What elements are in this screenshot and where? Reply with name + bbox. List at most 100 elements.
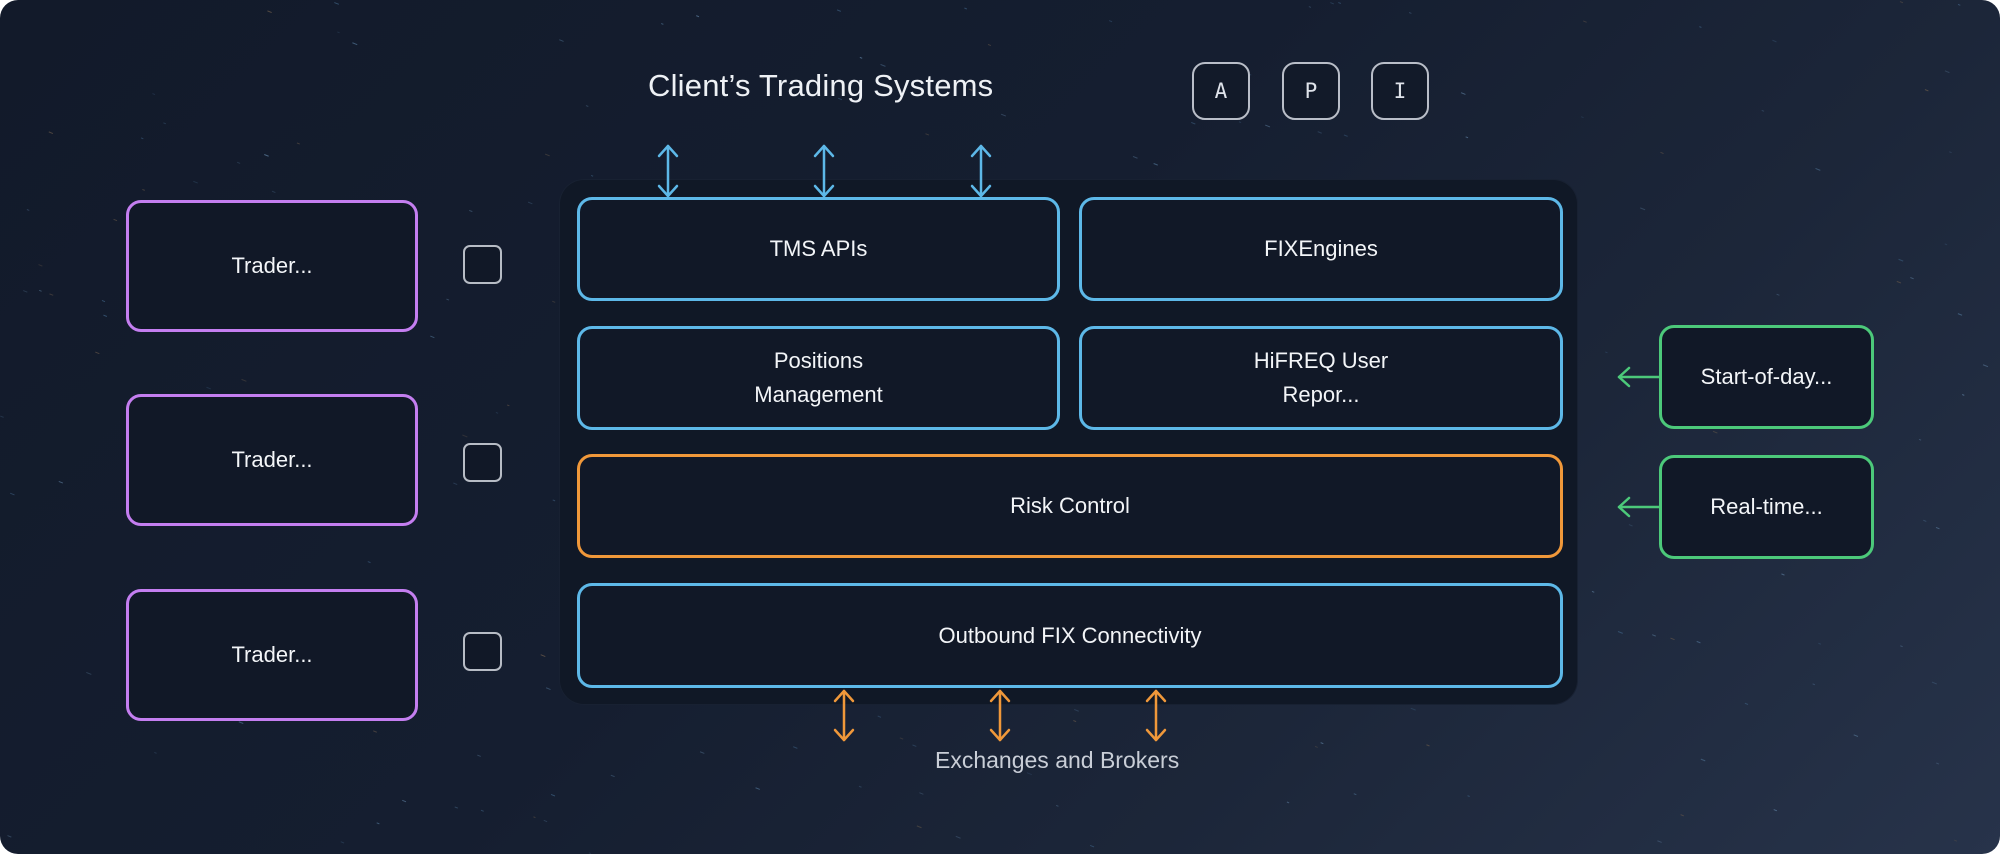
star-speck: [1314, 745, 1318, 748]
star-speck: [1580, 116, 1584, 119]
star-speck: [1776, 293, 1780, 296]
star-speck: [462, 434, 468, 438]
star-speck: [103, 314, 108, 317]
star-speck: [1896, 280, 1902, 284]
trader-node-2[interactable]: Trader...: [126, 394, 418, 526]
star-speck: [925, 133, 930, 136]
star-speck: [1744, 702, 1749, 705]
star-speck: [113, 218, 118, 222]
star-speck: [453, 482, 458, 485]
star-speck: [454, 806, 458, 809]
star-speck: [1712, 430, 1718, 434]
risk-control-module[interactable]: Risk Control: [577, 454, 1563, 558]
star-speck: [552, 300, 556, 303]
star-speck: [837, 97, 843, 101]
star-speck: [264, 154, 269, 157]
positions-management-module[interactable]: Positions Management: [577, 326, 1060, 430]
star-speck: [480, 809, 484, 812]
star-speck: [1680, 814, 1685, 817]
start-of-day-feed-node[interactable]: Start-of-day...: [1659, 325, 1874, 429]
star-speck: [1696, 640, 1701, 644]
hifreq-user-reports-module[interactable]: HiFREQ User Repor...: [1079, 326, 1563, 430]
star-speck: [1699, 26, 1702, 28]
star-speck: [1935, 526, 1940, 530]
star-speck: [559, 39, 564, 42]
star-speck: [238, 721, 244, 724]
star-speck: [552, 499, 556, 502]
star-speck: [1812, 683, 1816, 686]
star-speck: [955, 835, 961, 839]
star-speck: [1467, 795, 1470, 797]
star-speck: [1026, 772, 1033, 776]
star-speck: [550, 793, 556, 797]
star-speck: [367, 561, 371, 564]
star-speck: [1074, 708, 1079, 712]
api-key-i: I: [1371, 62, 1429, 120]
star-speck: [1330, 2, 1334, 5]
star-speck: [836, 9, 842, 12]
trader-label: Trader...: [231, 447, 313, 472]
star-speck: [987, 43, 992, 47]
star-speck: [1772, 39, 1777, 43]
star-speck: [1949, 151, 1952, 154]
star-speck: [1108, 20, 1113, 23]
star-speck: [1773, 809, 1778, 812]
star-speck: [1308, 6, 1312, 8]
star-speck: [1657, 840, 1662, 843]
star-speck: [588, 852, 592, 854]
positions-management-text: Positions Management: [754, 344, 882, 412]
star-speck: [1660, 151, 1664, 155]
star-speck: [1460, 92, 1466, 95]
star-speck: [352, 42, 358, 46]
star-speck: [919, 792, 924, 795]
star-speck: [340, 841, 345, 844]
trader-node-1[interactable]: Trader...: [126, 200, 418, 332]
star-speck: [241, 378, 247, 382]
star-speck: [964, 7, 968, 10]
star-speck: [1898, 258, 1904, 262]
trader-connector-square-3[interactable]: [463, 632, 502, 671]
star-speck: [543, 819, 548, 823]
trader-connector-square-1[interactable]: [463, 245, 502, 284]
tms-apis-text: TMS APIs: [770, 232, 868, 266]
star-speck: [1408, 12, 1412, 14]
star-speck: [792, 746, 798, 749]
star-speck: [1426, 744, 1430, 747]
star-speck: [271, 190, 276, 193]
trader-node-3[interactable]: Trader...: [126, 589, 418, 721]
star-speck: [1000, 113, 1007, 117]
star-speck: [38, 264, 43, 267]
star-speck: [0, 415, 4, 418]
star-speck: [140, 137, 144, 140]
star-speck: [660, 23, 664, 25]
star-speck: [880, 63, 886, 67]
real-time-label: Real-time...: [1710, 494, 1823, 519]
star-speck: [446, 298, 450, 301]
trader-connector-square-2[interactable]: [463, 443, 502, 482]
real-time-feed-node[interactable]: Real-time...: [1659, 455, 1874, 559]
outbound-fix-connectivity-label: Outbound FIX Connectivity: [938, 622, 1202, 648]
star-speck: [1591, 590, 1595, 593]
star-speck: [1353, 793, 1357, 796]
star-speck: [1962, 394, 1965, 396]
star-speck: [1900, 645, 1903, 648]
star-speck: [1924, 89, 1929, 92]
star-speck: [1343, 134, 1348, 137]
star-speck: [610, 774, 615, 778]
star-speck: [101, 299, 106, 303]
star-speck: [760, 76, 765, 80]
star-speck: [95, 351, 100, 355]
star-speck: [1132, 155, 1138, 159]
star-speck: [1286, 801, 1290, 804]
risk-control-label: Risk Control: [1010, 493, 1130, 518]
star-speck: [1853, 734, 1859, 737]
star-speck: [540, 654, 546, 658]
star-speck: [430, 335, 435, 339]
star-speck: [1781, 573, 1785, 576]
tms-apis-module[interactable]: TMS APIs: [577, 197, 1060, 301]
outbound-fix-connectivity-module[interactable]: Outbound FIX Connectivity: [577, 583, 1563, 688]
fix-engines-module[interactable]: FIXEngines: [1079, 197, 1563, 301]
star-speck: [154, 751, 157, 754]
star-speck: [585, 105, 589, 107]
